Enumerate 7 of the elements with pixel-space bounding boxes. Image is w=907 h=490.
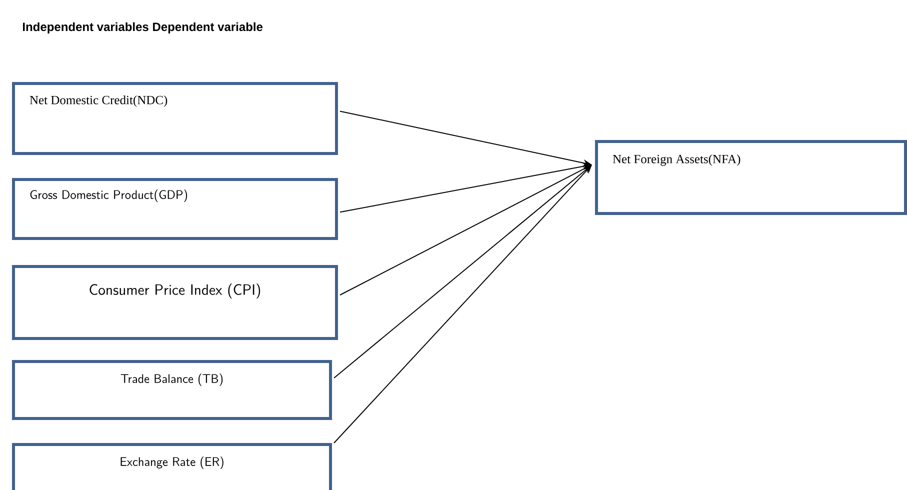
variable-box: Consumer Price Index (CPI): [12, 265, 338, 340]
variable-box: Net Foreign Assets(NFA): [595, 140, 907, 215]
title: Independent variables Dependent variable: [23, 22, 263, 34]
variable-box: Gross Domestic Product(GDP): [12, 178, 338, 240]
variable-box: Trade Balance (TB): [12, 360, 332, 420]
variable-box: Net Domestic Credit(NDC): [12, 82, 338, 155]
variable-box: Exchange Rate (ER): [12, 443, 332, 490]
